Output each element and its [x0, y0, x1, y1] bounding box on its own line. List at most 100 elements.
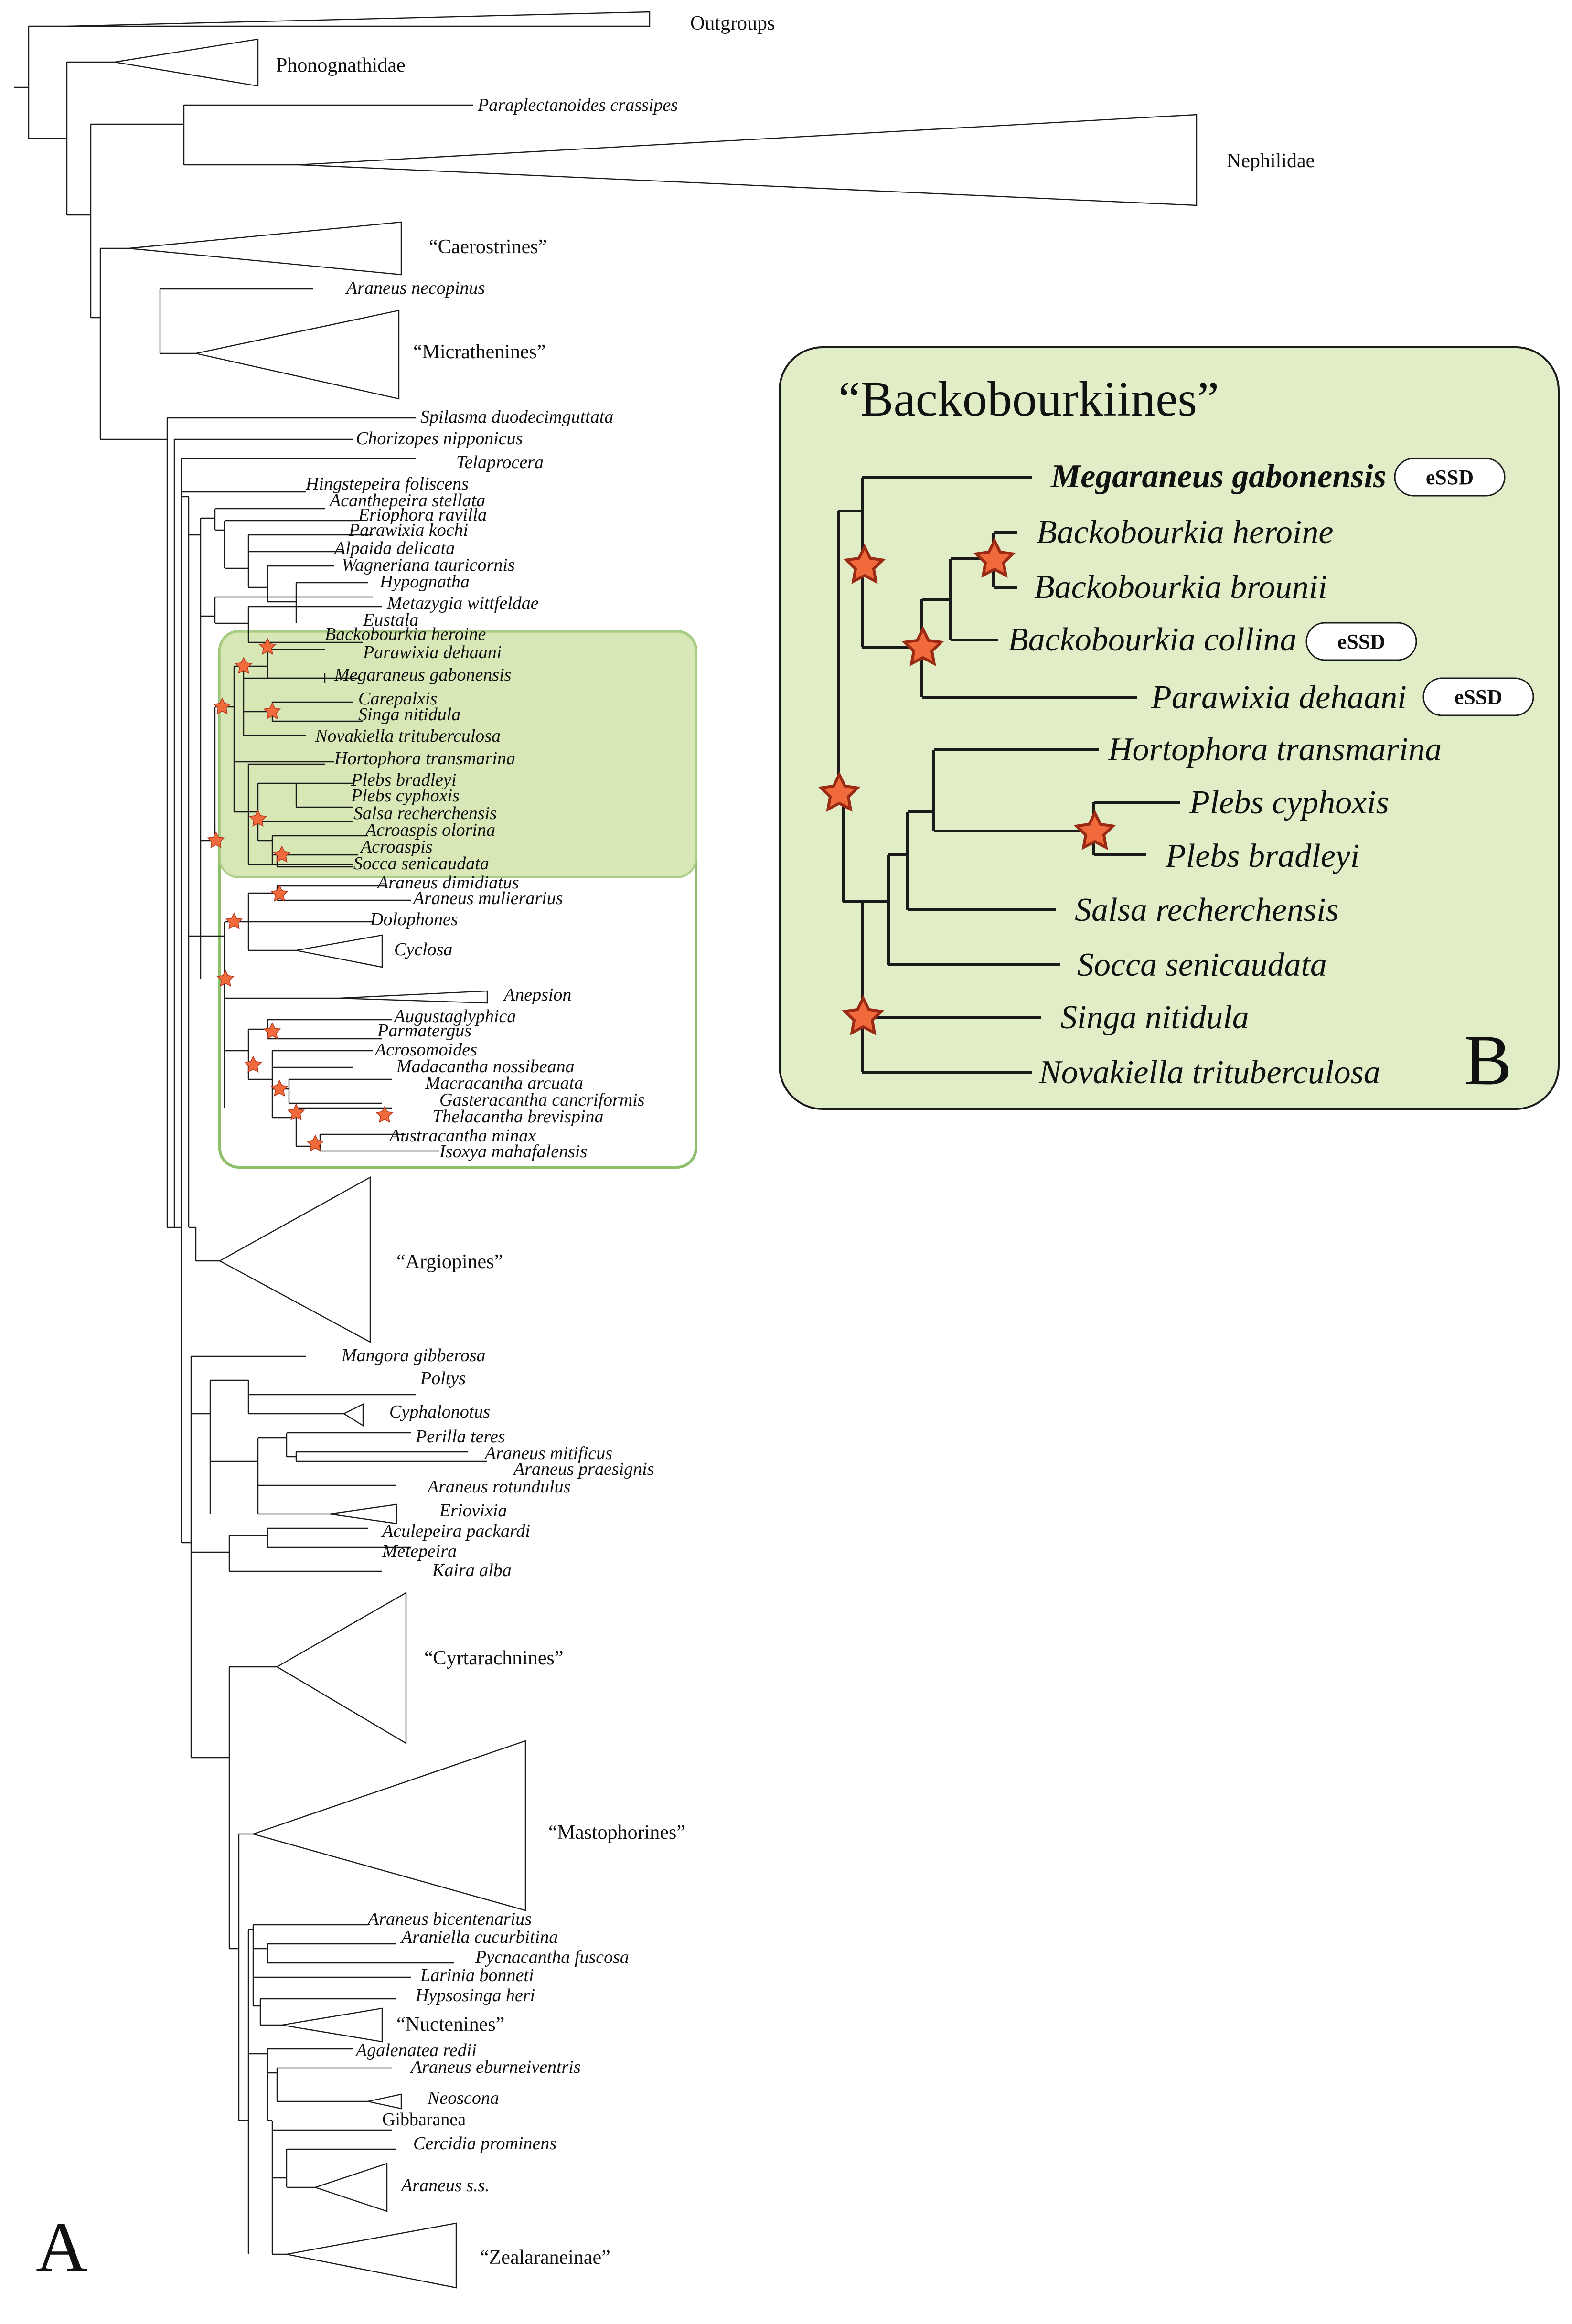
- b-taxon-singa: Singa nitidula: [1060, 999, 1249, 1036]
- taxon-carepalxis: Carepalxis: [358, 689, 437, 709]
- essd-badge-dehaani: eSSD: [1422, 677, 1534, 716]
- taxon-megaraneus: Megaraneus gabonensis: [334, 665, 511, 685]
- taxon-macracantha: Macracantha arcuata: [425, 1073, 583, 1093]
- taxon-p-kochi: Parawixia kochi: [348, 520, 468, 540]
- panel-a-letter: A: [36, 2207, 87, 2287]
- backobourkiines-highlight: [219, 630, 697, 878]
- taxon-a-rotundulus: Araneus rotundulus: [426, 1477, 570, 1497]
- b-taxon-plebs-b: Plebs bradleyi: [1165, 838, 1359, 874]
- node-star: [1073, 810, 1116, 850]
- taxon-araneus-ss: Araneus s.s.: [400, 2175, 490, 2196]
- clade-phonognathidae: Phonognathidae: [276, 54, 406, 76]
- b-taxon-hortophora: Hortophora transmarina: [1108, 731, 1442, 768]
- taxon-chorizopes: Chorizopes nipponicus: [356, 428, 523, 448]
- node-star: [973, 537, 1016, 578]
- b-taxon-socca: Socca senicaudata: [1077, 947, 1327, 983]
- node-star: [225, 912, 243, 929]
- taxon-hortophora: Hortophora transmarina: [334, 748, 515, 768]
- taxon-agalenatea: Agalenatea redii: [354, 2040, 477, 2060]
- node-star: [306, 1134, 324, 1151]
- clade-nuctenines: “Nuctenines”: [396, 2014, 504, 2036]
- node-star: [263, 1022, 281, 1039]
- taxon-a-praesignis: Araneus praesignis: [512, 1459, 654, 1479]
- node-star: [263, 702, 281, 719]
- taxon-eriophora: Eriophora ravilla: [358, 505, 487, 525]
- taxon-a-mitificus: Araneus mitificus: [483, 1443, 612, 1463]
- taxon-socca: Socca senicaudata: [353, 853, 489, 874]
- b-taxon-b-collina: Backobourkia collina: [1008, 621, 1297, 658]
- node-star: [843, 544, 886, 584]
- taxon-gibbaranea: Gibbaranea: [382, 2110, 466, 2130]
- taxon-acroaspis-o: Acroaspis olorina: [364, 820, 495, 840]
- node-star: [258, 638, 277, 655]
- taxon-paraplectanoides: Paraplectanoides crassipes: [477, 95, 678, 115]
- essd-badge-megaraneus: eSSD: [1394, 458, 1506, 497]
- essd-label: eSSD: [1454, 685, 1502, 709]
- taxon-hypognatha: Hypognatha: [379, 572, 470, 592]
- taxon-acanthepeira: Acanthepeira stellata: [328, 490, 485, 511]
- taxon-aculepeira: Aculepeira packardi: [381, 1521, 530, 1541]
- essd-label: eSSD: [1426, 466, 1474, 489]
- taxon-metazygia: Metazygia wittfeldae: [386, 593, 539, 613]
- node-star: [375, 1106, 394, 1123]
- taxon-thelacantha: Thelacantha brevispina: [432, 1107, 604, 1127]
- panel-a-labels: Outgroups Phonognathidae Paraplectanoide…: [36, 12, 1315, 2287]
- node-star: [216, 970, 235, 987]
- taxon-b-heroine: Backobourkia heroine: [325, 624, 486, 644]
- node-star: [901, 626, 944, 666]
- b-taxon-p-dehaani: Parawixia dehaani: [1151, 679, 1407, 716]
- taxon-anepsion: Anepsion: [503, 985, 571, 1005]
- taxon-larinia: Larinia bonneti: [420, 1965, 534, 1985]
- b-taxon-megaraneus: Megaraneus gabonensis: [1050, 458, 1386, 495]
- node-star: [244, 1055, 262, 1073]
- b-taxon-plebs-c: Plebs cyphoxis: [1189, 784, 1389, 821]
- node-star: [287, 1103, 305, 1120]
- taxon-poltys: Poltys: [420, 1368, 466, 1388]
- panel-a-stars: [207, 638, 394, 1151]
- b-taxon-salsa: Salsa recherchensis: [1075, 892, 1339, 928]
- taxon-isoxya: Isoxya mahafalensis: [439, 1141, 587, 1162]
- taxon-acrosomoides: Acrosomoides: [374, 1040, 477, 1060]
- taxon-a-dimidiatus: Araneus dimidiatus: [376, 873, 519, 893]
- node-star: [249, 810, 267, 827]
- taxon-dolophones: Dolophones: [370, 909, 458, 929]
- taxon-gasteracantha: Gasteracantha cancriformis: [439, 1090, 645, 1110]
- taxon-metepeira: Metepeira: [382, 1541, 457, 1561]
- taxon-salsa: Salsa recherchensis: [353, 803, 497, 823]
- taxon-neoscona: Neoscona: [427, 2088, 499, 2108]
- taxon-parmatergus: Parmatergus: [377, 1021, 471, 1041]
- taxon-hingstepeira: Hingstepeira foliscens: [305, 474, 469, 494]
- node-star: [235, 657, 253, 674]
- node-star: [273, 845, 291, 863]
- clade-outgroups: Outgroups: [690, 12, 775, 34]
- panel-b-letter: B: [1464, 1021, 1512, 1100]
- taxon-a-necopinus: Araneus necopinus: [345, 278, 485, 298]
- taxon-madacantha: Madacantha nossibeana: [396, 1056, 575, 1077]
- essd-badge-collina: eSSD: [1305, 622, 1417, 661]
- node-star: [207, 831, 225, 848]
- taxon-p-dehaani: Parawixia dehaani: [363, 642, 502, 662]
- clade-micrathenines: “Micrathenines”: [413, 341, 546, 363]
- taxon-cyclosa: Cyclosa: [394, 939, 452, 959]
- taxon-wagneriana: Wagneriana tauricornis: [342, 555, 515, 575]
- taxon-a-mulierarius: Araneus mulierarius: [412, 888, 563, 908]
- taxon-eriovixia: Eriovixia: [439, 1501, 507, 1521]
- taxon-novakiella: Novakiella trituberculosa: [315, 726, 501, 746]
- taxon-singa: Singa nitidula: [358, 704, 460, 725]
- taxon-spilasma: Spilasma duodecimguttata: [420, 407, 613, 427]
- taxon-mangora: Mangora gibberosa: [341, 1345, 486, 1365]
- panel-a-triangles: [66, 11, 1198, 2289]
- taxon-pycnacantha: Pycnacantha fuscosa: [475, 1947, 629, 1967]
- taxon-acroaspis: Acroaspis: [359, 837, 433, 857]
- clade-argiopines: “Argiopines”: [396, 1251, 503, 1273]
- b-taxon-novakiella: Novakiella trituberculosa: [1038, 1054, 1380, 1091]
- node-star: [270, 1079, 289, 1097]
- panel-a-tree: [14, 25, 650, 2255]
- taxon-eustala: Eustala: [363, 610, 418, 630]
- b-taxon-b-brounii: Backobourkia brounii: [1034, 569, 1327, 606]
- taxon-perilla: Perilla teres: [415, 1427, 505, 1447]
- panel-b: “Backobourkiines”: [779, 346, 1560, 1110]
- panel-b-box: [779, 346, 1560, 1110]
- taxon-plebs-c: Plebs cyphoxis: [351, 786, 460, 806]
